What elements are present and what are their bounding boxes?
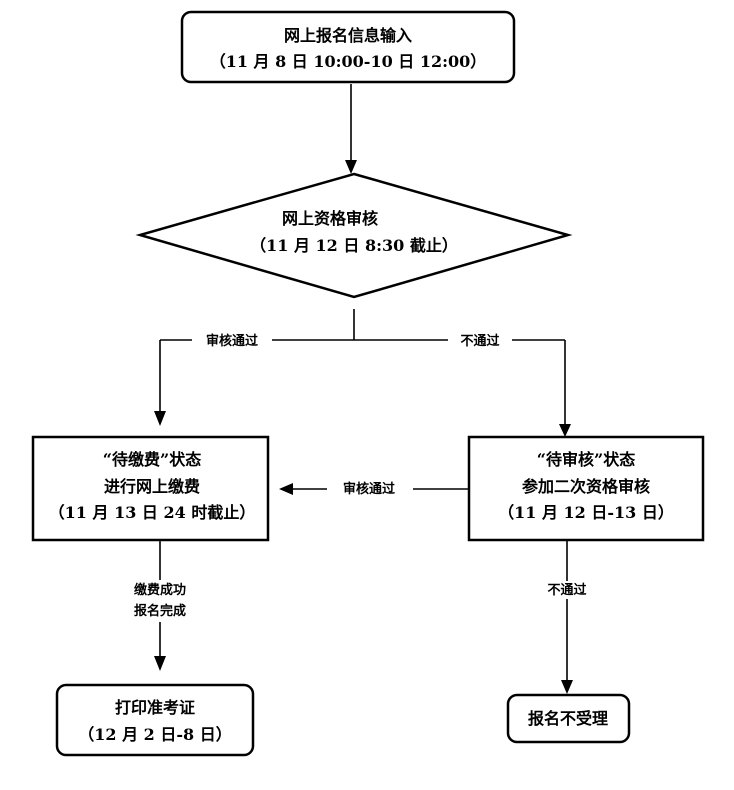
online-review-node: 网上资格审核 （11 月 12 日 8:30 截止）	[135, 172, 573, 299]
review-fail-label: 不通过	[460, 333, 499, 349]
review-pass-label: 审核通过	[206, 333, 258, 349]
pending-review-dates: （11 月 12 日-13 日）	[498, 503, 674, 522]
online-input-node: 网上报名信息输入 （11 月 8 日 10:00-10 日 12:00）	[180, 10, 516, 84]
print-ticket-node: 打印准考证 （12 月 2 日-8 日）	[55, 683, 255, 757]
arrow-payment-to-print: 缴费成功 报名完成	[118, 541, 202, 671]
rejected-node: 报名不受理	[506, 693, 631, 744]
second-review-fail-label: 不通过	[547, 582, 586, 598]
online-review-title: 网上资格审核	[282, 209, 378, 228]
arrow-review-to-rejected: 不通过	[534, 541, 600, 694]
branch-split	[154, 309, 571, 437]
online-review-deadline: （11 月 12 日 8:30 截止）	[250, 236, 458, 255]
print-ticket-dates: （12 月 2 日-8 日）	[78, 725, 231, 744]
review-fail-label-group: 不通过	[448, 332, 512, 350]
pending-payment-deadline: （11 月 13 日 24 时截止）	[49, 503, 256, 522]
rejected-title: 报名不受理	[528, 709, 608, 728]
payment-success-label-line1: 缴费成功	[134, 582, 186, 598]
pending-payment-node: “待缴费”状态 进行网上缴费 （11 月 13 日 24 时截止）	[31, 435, 270, 542]
pending-review-action: 参加二次资格审核	[522, 477, 650, 496]
second-review-pass-label: 审核通过	[343, 481, 395, 497]
pending-review-status: “待审核”状态	[537, 450, 635, 469]
arrow-input-to-review	[345, 84, 357, 174]
pending-payment-action: 进行网上缴费	[104, 477, 200, 496]
pending-review-node: “待审核”状态 参加二次资格审核 （11 月 12 日-13 日）	[467, 435, 705, 542]
online-input-title: 网上报名信息输入	[284, 26, 412, 45]
print-ticket-title: 打印准考证	[115, 698, 195, 717]
online-input-dates: （11 月 8 日 10:00-10 日 12:00）	[210, 52, 487, 71]
review-pass-label-group: 审核通过	[192, 332, 272, 350]
pending-payment-status: “待缴费”状态	[103, 450, 201, 469]
arrow-second-review-pass: 审核通过	[279, 480, 468, 498]
payment-success-label-line2: 报名完成	[134, 603, 186, 619]
